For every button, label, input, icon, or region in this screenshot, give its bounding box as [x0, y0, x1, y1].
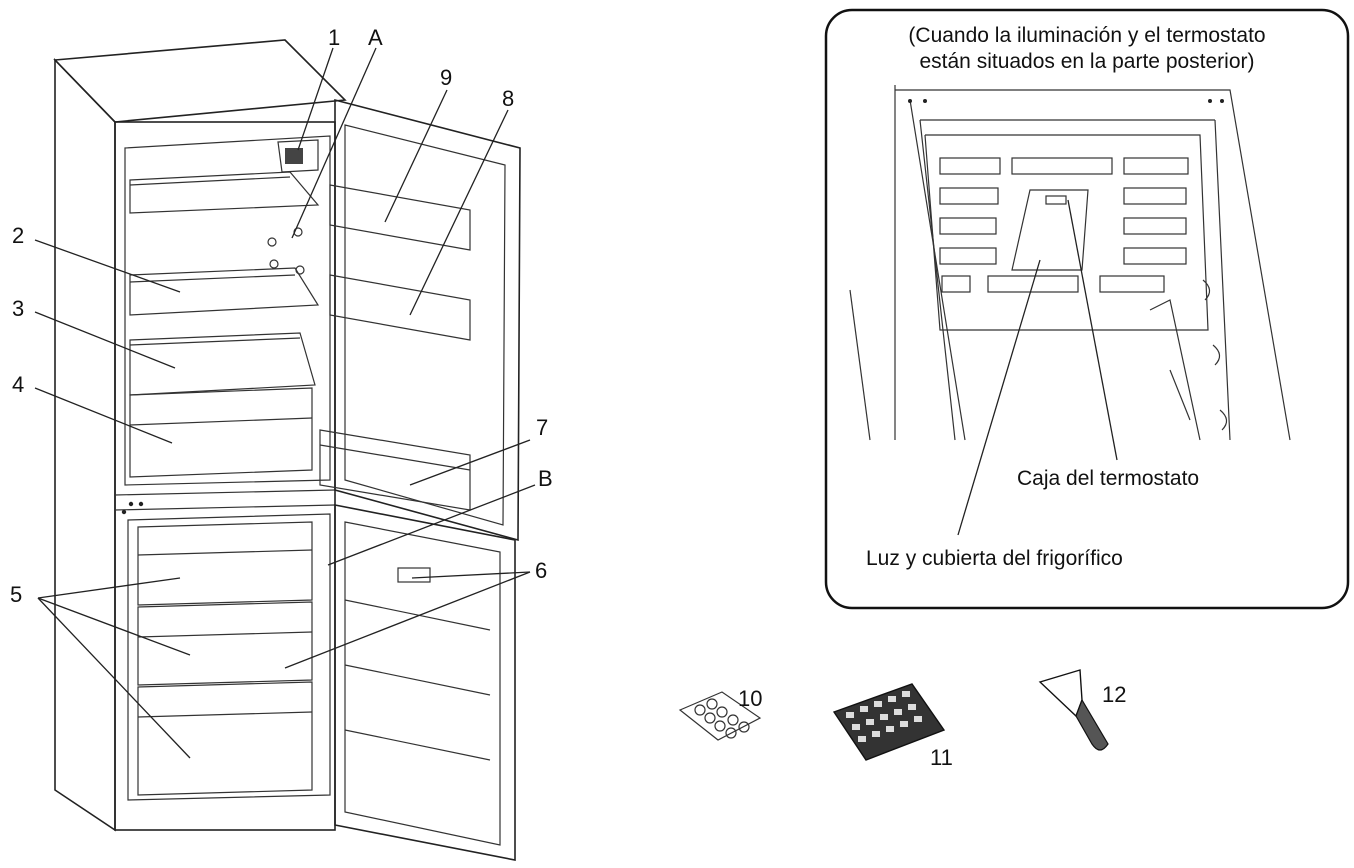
callout-12: 12: [1102, 682, 1126, 707]
thermostat-box-label: Caja del termostato: [1017, 467, 1199, 490]
inset-panel: (Cuando la iluminación y el termostato e…: [824, 8, 1350, 610]
callout-4: 4: [12, 372, 24, 397]
callout-b: B: [538, 466, 553, 491]
fridge-illustration: [53, 39, 521, 861]
ice-scraper-illustration: [1038, 669, 1109, 751]
callout-a: A: [368, 25, 383, 50]
callout-6: 6: [535, 558, 547, 583]
ice-tray-illustration: [832, 683, 946, 761]
callout-9: 9: [440, 65, 452, 90]
callout-2: 2: [12, 223, 24, 248]
callout-5: 5: [10, 582, 22, 607]
inset-caption-line2: están situados en la parte posterior): [919, 50, 1254, 73]
callout-10: 10: [738, 686, 762, 711]
egg-tray-illustration: [678, 691, 762, 741]
callout-8: 8: [502, 86, 514, 111]
callout-7: 7: [536, 415, 548, 440]
callout-leaders: [34, 47, 536, 759]
callout-1: 1: [328, 25, 340, 50]
fridge-light-cover-label: Luz y cubierta del frigorífico: [866, 547, 1123, 570]
inset-caption-line1: (Cuando la iluminación y el termostato: [908, 24, 1265, 47]
callout-3: 3: [12, 296, 24, 321]
callout-11: 11: [930, 745, 953, 770]
